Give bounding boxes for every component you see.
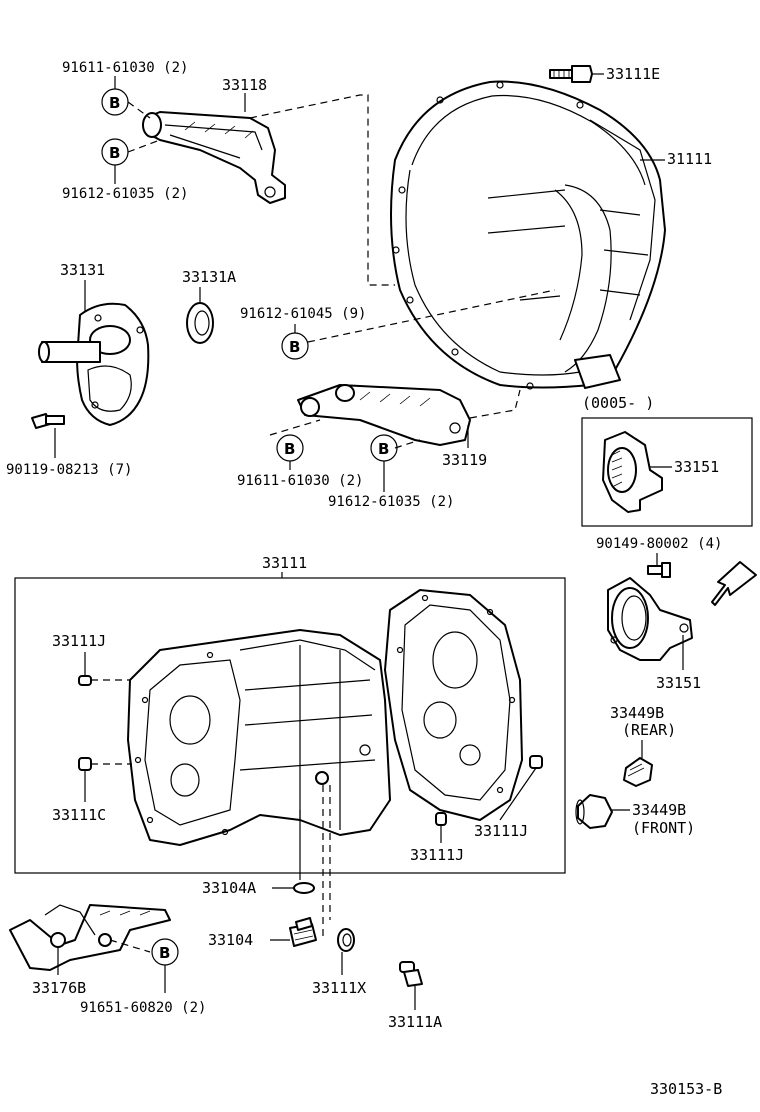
label-33449B-front: 33449B xyxy=(632,801,686,819)
bolt-symbol-b-2: B xyxy=(101,138,129,166)
intermediate-plate xyxy=(384,589,523,821)
plug-33104 xyxy=(289,917,317,947)
label-front: (FRONT) xyxy=(632,819,695,837)
svg-text:B: B xyxy=(378,440,389,458)
svg-text:B: B xyxy=(159,944,170,962)
bolt-90149-80002 xyxy=(647,562,671,578)
dowel-pin-33111J-c xyxy=(529,755,543,769)
svg-text:B: B xyxy=(289,338,300,356)
breather-plug-33111A xyxy=(399,961,423,987)
label-33111J-c: 33111J xyxy=(474,822,528,840)
label-33111C: 33111C xyxy=(52,806,106,824)
label-91651-60820: 91651-60820 (2) xyxy=(80,1000,206,1016)
label-33111J-b: 33111J xyxy=(410,846,464,864)
bolt-symbol-b-6: B xyxy=(151,938,179,966)
bolt-symbol-b-4: B xyxy=(276,434,304,462)
bolt-90119-08213 xyxy=(31,413,65,429)
speedometer-gear-front-33449B xyxy=(575,794,613,829)
label-33111E: 33111E xyxy=(606,65,660,83)
extension-housing-33151-boxed xyxy=(602,431,663,513)
bracket-33118 xyxy=(142,111,286,204)
label-33131: 33131 xyxy=(60,261,105,279)
label-33104A: 33104A xyxy=(202,879,256,897)
note-0005: (0005- ) xyxy=(582,394,654,412)
bolt-symbol-b-1: B xyxy=(101,88,129,116)
bracket-33176B xyxy=(9,904,171,971)
label-33119: 33119 xyxy=(442,451,487,469)
label-91611-61030-mid: 91611-61030 (2) xyxy=(237,473,363,489)
case-group-box xyxy=(14,577,566,874)
label-91612-61035-mid: 91612-61035 (2) xyxy=(328,494,454,510)
dowel-pin-33111C xyxy=(78,757,92,771)
label-33151-boxed: 33151 xyxy=(674,458,719,476)
label-rear: (REAR) xyxy=(622,721,676,739)
gasket-33104A xyxy=(293,882,315,894)
diagram-id: 330153-B xyxy=(650,1080,722,1098)
label-90119-08213: 90119-08213 (7) xyxy=(6,462,132,478)
label-33111: 33111 xyxy=(262,554,307,572)
label-33176B: 33176B xyxy=(32,979,86,997)
svg-text:B: B xyxy=(109,94,120,112)
label-33449B-rear: 33449B xyxy=(610,704,664,722)
label-33151: 33151 xyxy=(656,674,701,692)
dowel-pin-33111J-a xyxy=(78,675,92,686)
note-box xyxy=(581,417,753,527)
label-33104: 33104 xyxy=(208,931,253,949)
label-91612-61045: 91612-61045 (9) xyxy=(240,306,366,322)
svg-text:B: B xyxy=(284,440,295,458)
transmission-case-33111 xyxy=(127,629,391,846)
arrow-indicator xyxy=(711,561,757,606)
bolt-symbol-b-5: B xyxy=(370,434,398,462)
oil-seal-33131A xyxy=(186,302,214,344)
label-33118: 33118 xyxy=(222,76,267,94)
label-33111A: 33111A xyxy=(388,1013,442,1031)
bracket-33119 xyxy=(297,384,471,446)
bolt-33111E xyxy=(549,65,593,83)
dowel-pin-33111J-b xyxy=(435,812,447,826)
label-33111J-a: 33111J xyxy=(52,632,106,650)
label-33111X: 33111X xyxy=(312,979,366,997)
label-31111: 31111 xyxy=(667,150,712,168)
label-90149-80002: 90149-80002 (4) xyxy=(596,536,722,552)
speedometer-gear-rear-33449B xyxy=(623,757,653,787)
label-91612-61035-top: 91612-61035 (2) xyxy=(62,186,188,202)
label-91611-61030-top: 91611-61030 (2) xyxy=(62,60,188,76)
bearing-retainer-33131 xyxy=(38,302,150,426)
label-33131A: 33131A xyxy=(182,268,236,286)
svg-text:B: B xyxy=(109,144,120,162)
extension-housing-33151 xyxy=(607,577,693,661)
bolt-symbol-b-3: B xyxy=(281,332,309,360)
clutch-housing-31111 xyxy=(390,80,666,390)
gasket-33111X xyxy=(337,928,355,952)
